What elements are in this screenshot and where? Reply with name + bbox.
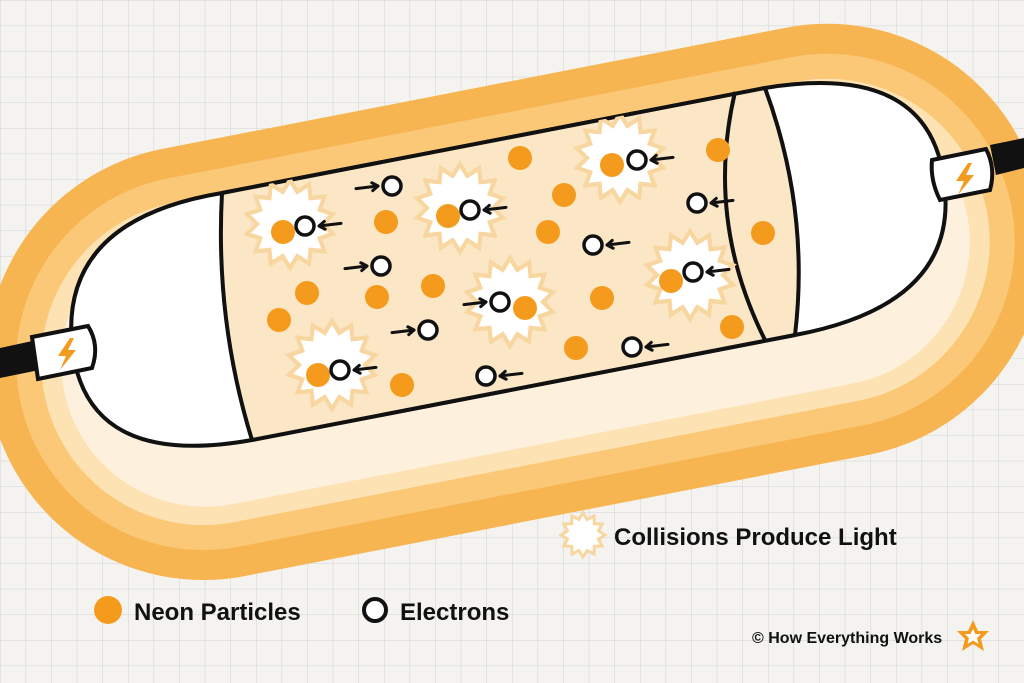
electron-ring-icon xyxy=(626,149,648,171)
legend: Collisions Produce Light Neon Particles … xyxy=(94,510,897,626)
motion-arrow xyxy=(482,205,508,212)
motion-arrow xyxy=(462,300,488,307)
electron-ring-icon xyxy=(686,192,708,214)
legend-collisions-label: Collisions Produce Light xyxy=(614,524,897,551)
electron-ring-icon xyxy=(621,336,643,358)
neon-dot-icon xyxy=(659,269,683,293)
neon-dot-icon xyxy=(590,286,614,310)
neon-dot-icon xyxy=(306,363,330,387)
electron-ring-icon xyxy=(417,319,439,341)
neon-dot-icon xyxy=(390,373,414,397)
neon-dot-icon xyxy=(271,220,295,244)
arrow-head xyxy=(352,363,362,375)
neon-dot-icon xyxy=(513,296,537,320)
credit-text: © How Everything Works xyxy=(752,630,942,647)
neon-dot-icon xyxy=(94,596,122,624)
neon-dot-icon xyxy=(267,308,291,332)
electron-ring-icon xyxy=(294,215,316,237)
neon-dot-icon xyxy=(508,146,532,170)
motion-arrow xyxy=(498,371,524,378)
motion-arrow xyxy=(709,198,735,205)
motion-arrow xyxy=(352,365,378,372)
neon-dot-icon xyxy=(564,336,588,360)
arrow-head xyxy=(709,196,719,208)
motion-arrow xyxy=(705,267,731,274)
neon-dot-icon xyxy=(552,183,576,207)
arrow-head xyxy=(649,153,659,165)
electron-ring-icon xyxy=(682,261,704,283)
motion-arrow xyxy=(343,264,369,271)
motion-arrow xyxy=(354,184,380,191)
electron-ring-icon xyxy=(362,597,388,623)
electrode-right xyxy=(929,146,995,203)
motion-arrow xyxy=(390,328,416,335)
star-burst-logo-icon xyxy=(957,620,989,651)
arrow-head xyxy=(370,181,380,193)
electron-ring-icon xyxy=(582,234,604,256)
arrow-head xyxy=(406,325,416,337)
motion-arrow xyxy=(649,155,675,162)
electron-ring-icon xyxy=(459,199,481,221)
neon-dot-icon xyxy=(706,138,730,162)
arrow-head xyxy=(478,297,488,309)
legend-neon: Neon Particles xyxy=(94,596,301,626)
lightning-bolt-icon xyxy=(956,163,974,195)
neon-dot-icon xyxy=(365,285,389,309)
neon-dot-icon xyxy=(436,204,460,228)
motion-arrow xyxy=(644,342,670,349)
particle-layer xyxy=(243,110,775,413)
neon-dot-icon xyxy=(751,221,775,245)
neon-dot-icon xyxy=(720,315,744,339)
arrow-head xyxy=(605,238,615,250)
motion-arrow xyxy=(605,240,631,247)
credit: © How Everything Works xyxy=(752,620,989,651)
electron-ring-icon xyxy=(381,175,403,197)
arrow-head xyxy=(644,340,654,352)
legend-neon-label: Neon Particles xyxy=(134,599,301,626)
arrow-head xyxy=(498,369,508,381)
neon-dot-icon xyxy=(536,220,560,244)
neon-dot-icon xyxy=(374,210,398,234)
legend-electrons: Electrons xyxy=(362,597,509,626)
electron-ring-icon xyxy=(370,255,392,277)
legend-collisions: Collisions Produce Light xyxy=(558,510,897,560)
motion-arrow xyxy=(317,221,343,228)
electrode-left xyxy=(29,323,98,382)
starburst-icon xyxy=(558,510,608,560)
arrow-head xyxy=(482,203,492,215)
lightning-bolt-icon xyxy=(58,338,76,370)
arrow-head xyxy=(705,265,715,277)
arrow-head xyxy=(317,219,327,231)
electron-ring-icon xyxy=(475,365,497,387)
legend-electrons-label: Electrons xyxy=(400,599,509,626)
neon-dot-icon xyxy=(295,281,319,305)
neon-dot-icon xyxy=(600,153,624,177)
arrow-head xyxy=(359,261,369,273)
electron-ring-icon xyxy=(489,291,511,313)
electron-ring-icon xyxy=(329,359,351,381)
neon-dot-icon xyxy=(421,274,445,298)
